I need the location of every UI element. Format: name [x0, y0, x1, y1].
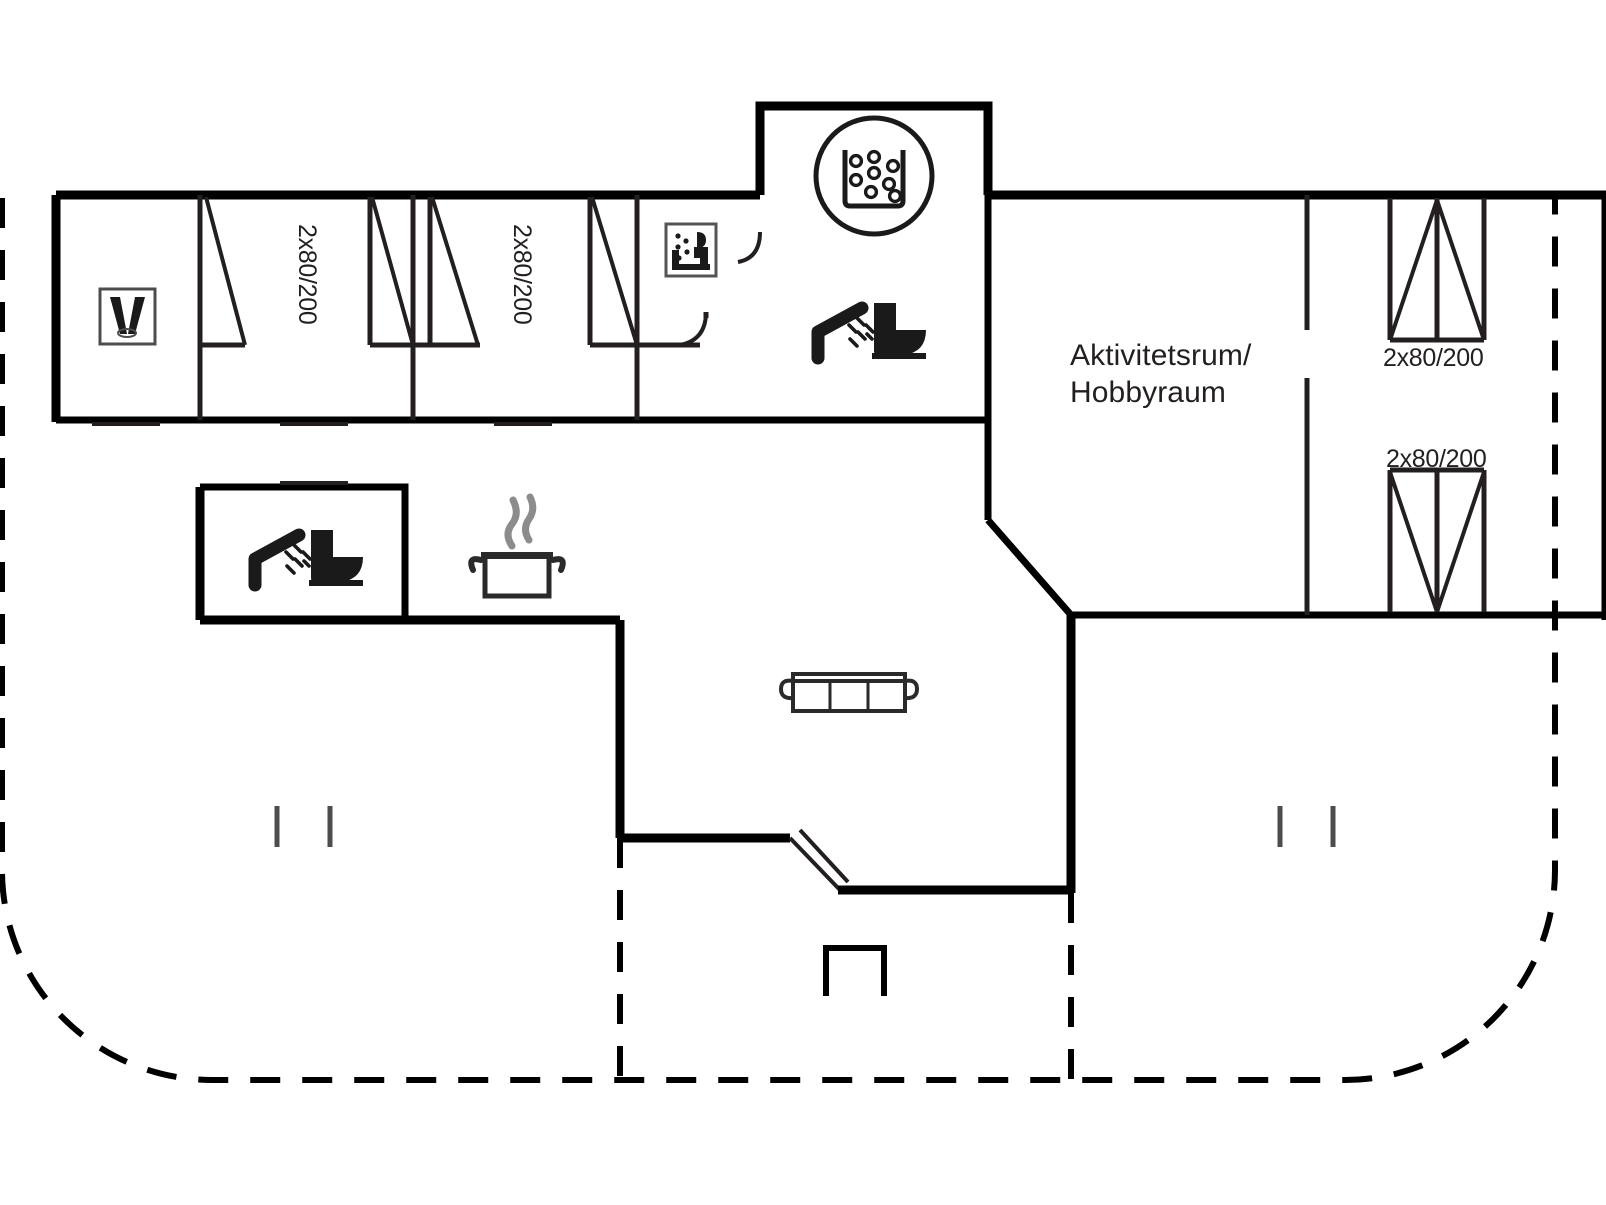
terrace-post-marks	[274, 806, 1336, 847]
living-room-walls	[615, 615, 1076, 895]
dimension-label-terrace-door-upper-right: 2x80/200	[1383, 344, 1484, 372]
sauna-door	[737, 231, 762, 264]
sauna-stove-icon	[813, 115, 935, 237]
terrace-outline	[0, 198, 1558, 1083]
double-door-lower-right	[1304, 420, 1487, 615]
dimension-label-bedroom-door-1: 2x80/200	[293, 224, 321, 325]
step-marker	[823, 945, 887, 996]
toilet-icon	[309, 530, 363, 586]
building-walls	[51, 101, 1606, 620]
room-label-line-1: Aktivitetsrum/	[1070, 339, 1252, 372]
double-door-upper-right	[1304, 195, 1487, 520]
shower-icon	[248, 528, 312, 592]
interior-partitions-upper	[197, 195, 640, 420]
room-label-line-2: Hobbyraum	[1070, 375, 1226, 409]
door-swings-bedrooms	[197, 196, 709, 348]
lower-bathroom-walls	[195, 481, 620, 625]
shower-icon	[811, 301, 875, 365]
room-label-activity-room: Aktivitetsrum/Hobbyraum	[1070, 338, 1251, 411]
toilet-icon	[872, 303, 926, 359]
dimension-label-bedroom-door-2: 2x80/200	[508, 224, 536, 325]
sofa-icon	[778, 672, 920, 713]
dimension-label-terrace-door-lower-right: 2x80/200	[1386, 445, 1487, 473]
sauna-icon	[664, 222, 718, 278]
kitchen-stove-icon	[468, 493, 566, 599]
bunk-bed-icon	[98, 287, 157, 346]
